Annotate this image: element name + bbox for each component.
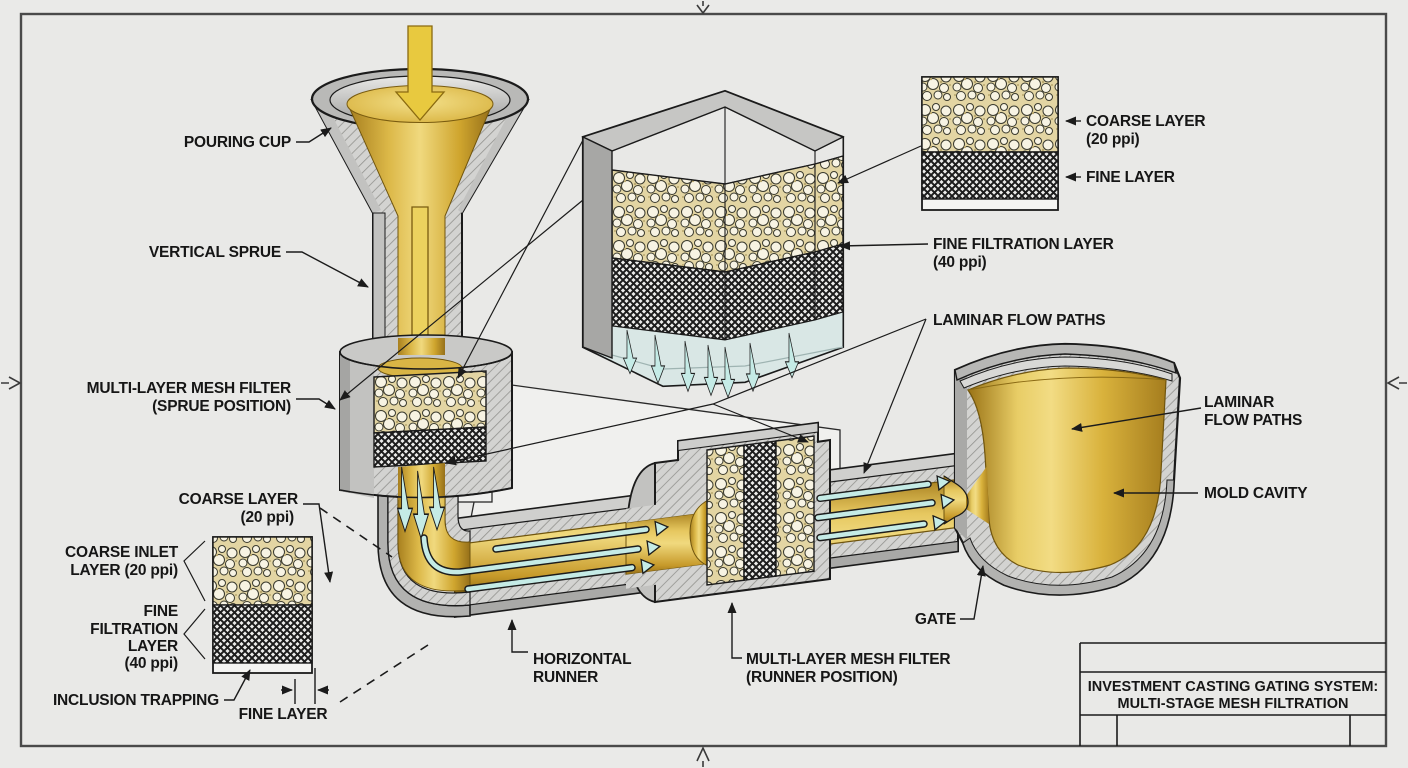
fine-filtration-left-label-1: FINE	[143, 603, 178, 620]
mold-cavity-label: MOLD CAVITY	[1204, 485, 1308, 502]
filter-layers-detail-box	[921, 76, 1059, 211]
detail-fine-section	[921, 151, 1059, 200]
labels: POURING CUP VERTICAL SPRUE MULTI-LAYER M…	[53, 113, 1309, 723]
runner-filter-label-1: MULTI-LAYER MESH FILTER	[746, 651, 950, 668]
filter-detail-3d-block	[581, 89, 845, 398]
inclusion-trapping-label: INCLUSION TRAPPING	[53, 692, 219, 709]
detail-coarse-label-2: (20 ppi)	[1086, 131, 1140, 148]
detail-fine-filtration-section	[212, 604, 313, 664]
sprue-elbow	[377, 491, 471, 618]
sprue-filter-label-2: (SPRUE POSITION)	[152, 398, 291, 415]
coarse-layer-label-1: COARSE LAYER	[179, 491, 298, 508]
pour-arrow-icon	[394, 25, 446, 121]
mold-rim-inner	[959, 356, 1173, 389]
pouring-cup-label: POURING CUP	[184, 134, 291, 151]
fine-layer-dim-label: FINE LAYER	[239, 706, 328, 723]
mold-cavity-gold	[967, 367, 1167, 574]
center-mark-left-icon	[1, 376, 22, 390]
runner-filter-housing	[625, 421, 831, 604]
sprue-filter-detail-box	[212, 536, 313, 674]
sprue-filter-boss	[339, 334, 513, 540]
fine-filtration-center-label-1: FINE FILTRATION LAYER	[933, 236, 1114, 253]
runner-filter-coarse-outlet	[775, 435, 815, 577]
laminar-right-label-1: LAMINAR	[1204, 394, 1274, 411]
runner-filter-fine-layer	[743, 440, 777, 581]
detail-coarse-section	[921, 76, 1059, 153]
pouring-cup-assembly	[310, 25, 530, 369]
sprue-outer-surface	[372, 212, 386, 355]
coarse-layer-label-2: (20 ppi)	[240, 509, 294, 526]
horizontal-runner-label-1: HORIZONTAL	[533, 651, 631, 668]
leader-lines	[183, 116, 1202, 704]
sprue-filter-coarse-layer	[373, 370, 487, 434]
detail-coarse-label-1: COARSE LAYER	[1086, 113, 1205, 130]
fine-layer-dimension	[281, 668, 329, 704]
runner-filter-label-2: (RUNNER POSITION)	[746, 669, 898, 686]
block-left-wall	[582, 135, 613, 360]
laminar-flow-streamlines	[420, 473, 956, 593]
fine-filtration-left-label-2: FILTRATION	[90, 621, 178, 638]
coarse-inlet-bracket	[183, 540, 206, 602]
laminar-right-label-2: FLOW PATHS	[1204, 412, 1302, 429]
gate-label: GATE	[915, 611, 956, 628]
housing-top-face	[677, 422, 819, 452]
center-mark-top-icon	[696, 1, 710, 15]
runner-filter-coarse-inlet	[706, 444, 745, 586]
filter-inlet-gold-bulge	[689, 499, 709, 567]
sprue-filter-label-1: MULTI-LAYER MESH FILTER	[87, 380, 291, 397]
fine-filtration-left-label-4: (40 ppi)	[124, 655, 178, 672]
fine-filtration-left-label-3: LAYER	[128, 638, 178, 655]
detail-fine-label: FINE LAYER	[1086, 169, 1175, 186]
vertical-sprue-label: VERTICAL SPRUE	[149, 244, 281, 261]
center-mark-right-icon	[1386, 376, 1407, 390]
laminar-center-label: LAMINAR FLOW PATHS	[933, 312, 1105, 329]
coarse-inlet-label-2: LAYER (20 ppi)	[70, 562, 178, 579]
title-block: INVESTMENT CASTING GATING SYSTEM: MULTI-…	[1079, 642, 1386, 746]
fine-filtration-bracket	[183, 608, 206, 660]
center-mark-bottom-icon	[696, 746, 710, 767]
coarse-inlet-label-1: COARSE INLET	[65, 544, 179, 561]
horizontal-runner-label-2: RUNNER	[533, 669, 598, 686]
fine-filtration-center-label-2: (40 ppi)	[933, 254, 987, 271]
mold-rim-outer	[954, 343, 1177, 382]
mold-cavity-assembly	[943, 342, 1182, 596]
sprue-filter-fine-layer	[373, 426, 487, 468]
detail-coarse-inlet-section	[212, 536, 313, 606]
drawing-title-line-1: INVESTMENT CASTING GATING SYSTEM:	[1088, 679, 1379, 695]
drawing-title-line-2: MULTI-STAGE MESH FILTRATION	[1118, 696, 1349, 712]
